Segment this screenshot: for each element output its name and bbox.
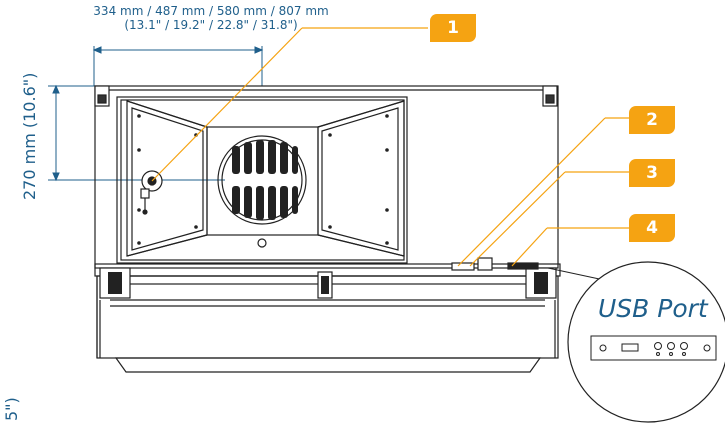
callout-leaders xyxy=(151,27,629,267)
callout-badge-4: 4 xyxy=(629,214,675,242)
width-dimension-line xyxy=(92,46,264,86)
usb-port-panel xyxy=(590,335,717,361)
usb-port-title: USB Port xyxy=(598,294,708,323)
height-dimension-label: 270 mm (10.6") xyxy=(20,72,39,200)
cropped-dimension-label: 5") xyxy=(2,397,21,421)
panel-screws xyxy=(137,114,389,245)
width-dimension-label: 334 mm / 487 mm / 580 mm / 807 mm (13.1"… xyxy=(76,4,346,32)
usb-inset-leader xyxy=(547,267,605,281)
callout-badge-3: 3 xyxy=(629,159,675,187)
callout-badge-2: 2 xyxy=(629,106,675,134)
usb-inset-circle xyxy=(567,261,725,423)
width-dimension-mm: 334 mm / 487 mm / 580 mm / 807 mm xyxy=(93,4,329,18)
fan-grille xyxy=(217,135,307,248)
cabinet-frame xyxy=(94,85,559,269)
callout-badge-1: 1 xyxy=(430,14,476,42)
inner-chamber xyxy=(116,96,408,264)
cabinet-base xyxy=(94,263,561,373)
width-dimension-inches: (13.1" / 19.2" / 22.8" / 31.8") xyxy=(124,18,298,32)
side-connectors xyxy=(451,257,539,271)
component-valve xyxy=(140,170,163,215)
